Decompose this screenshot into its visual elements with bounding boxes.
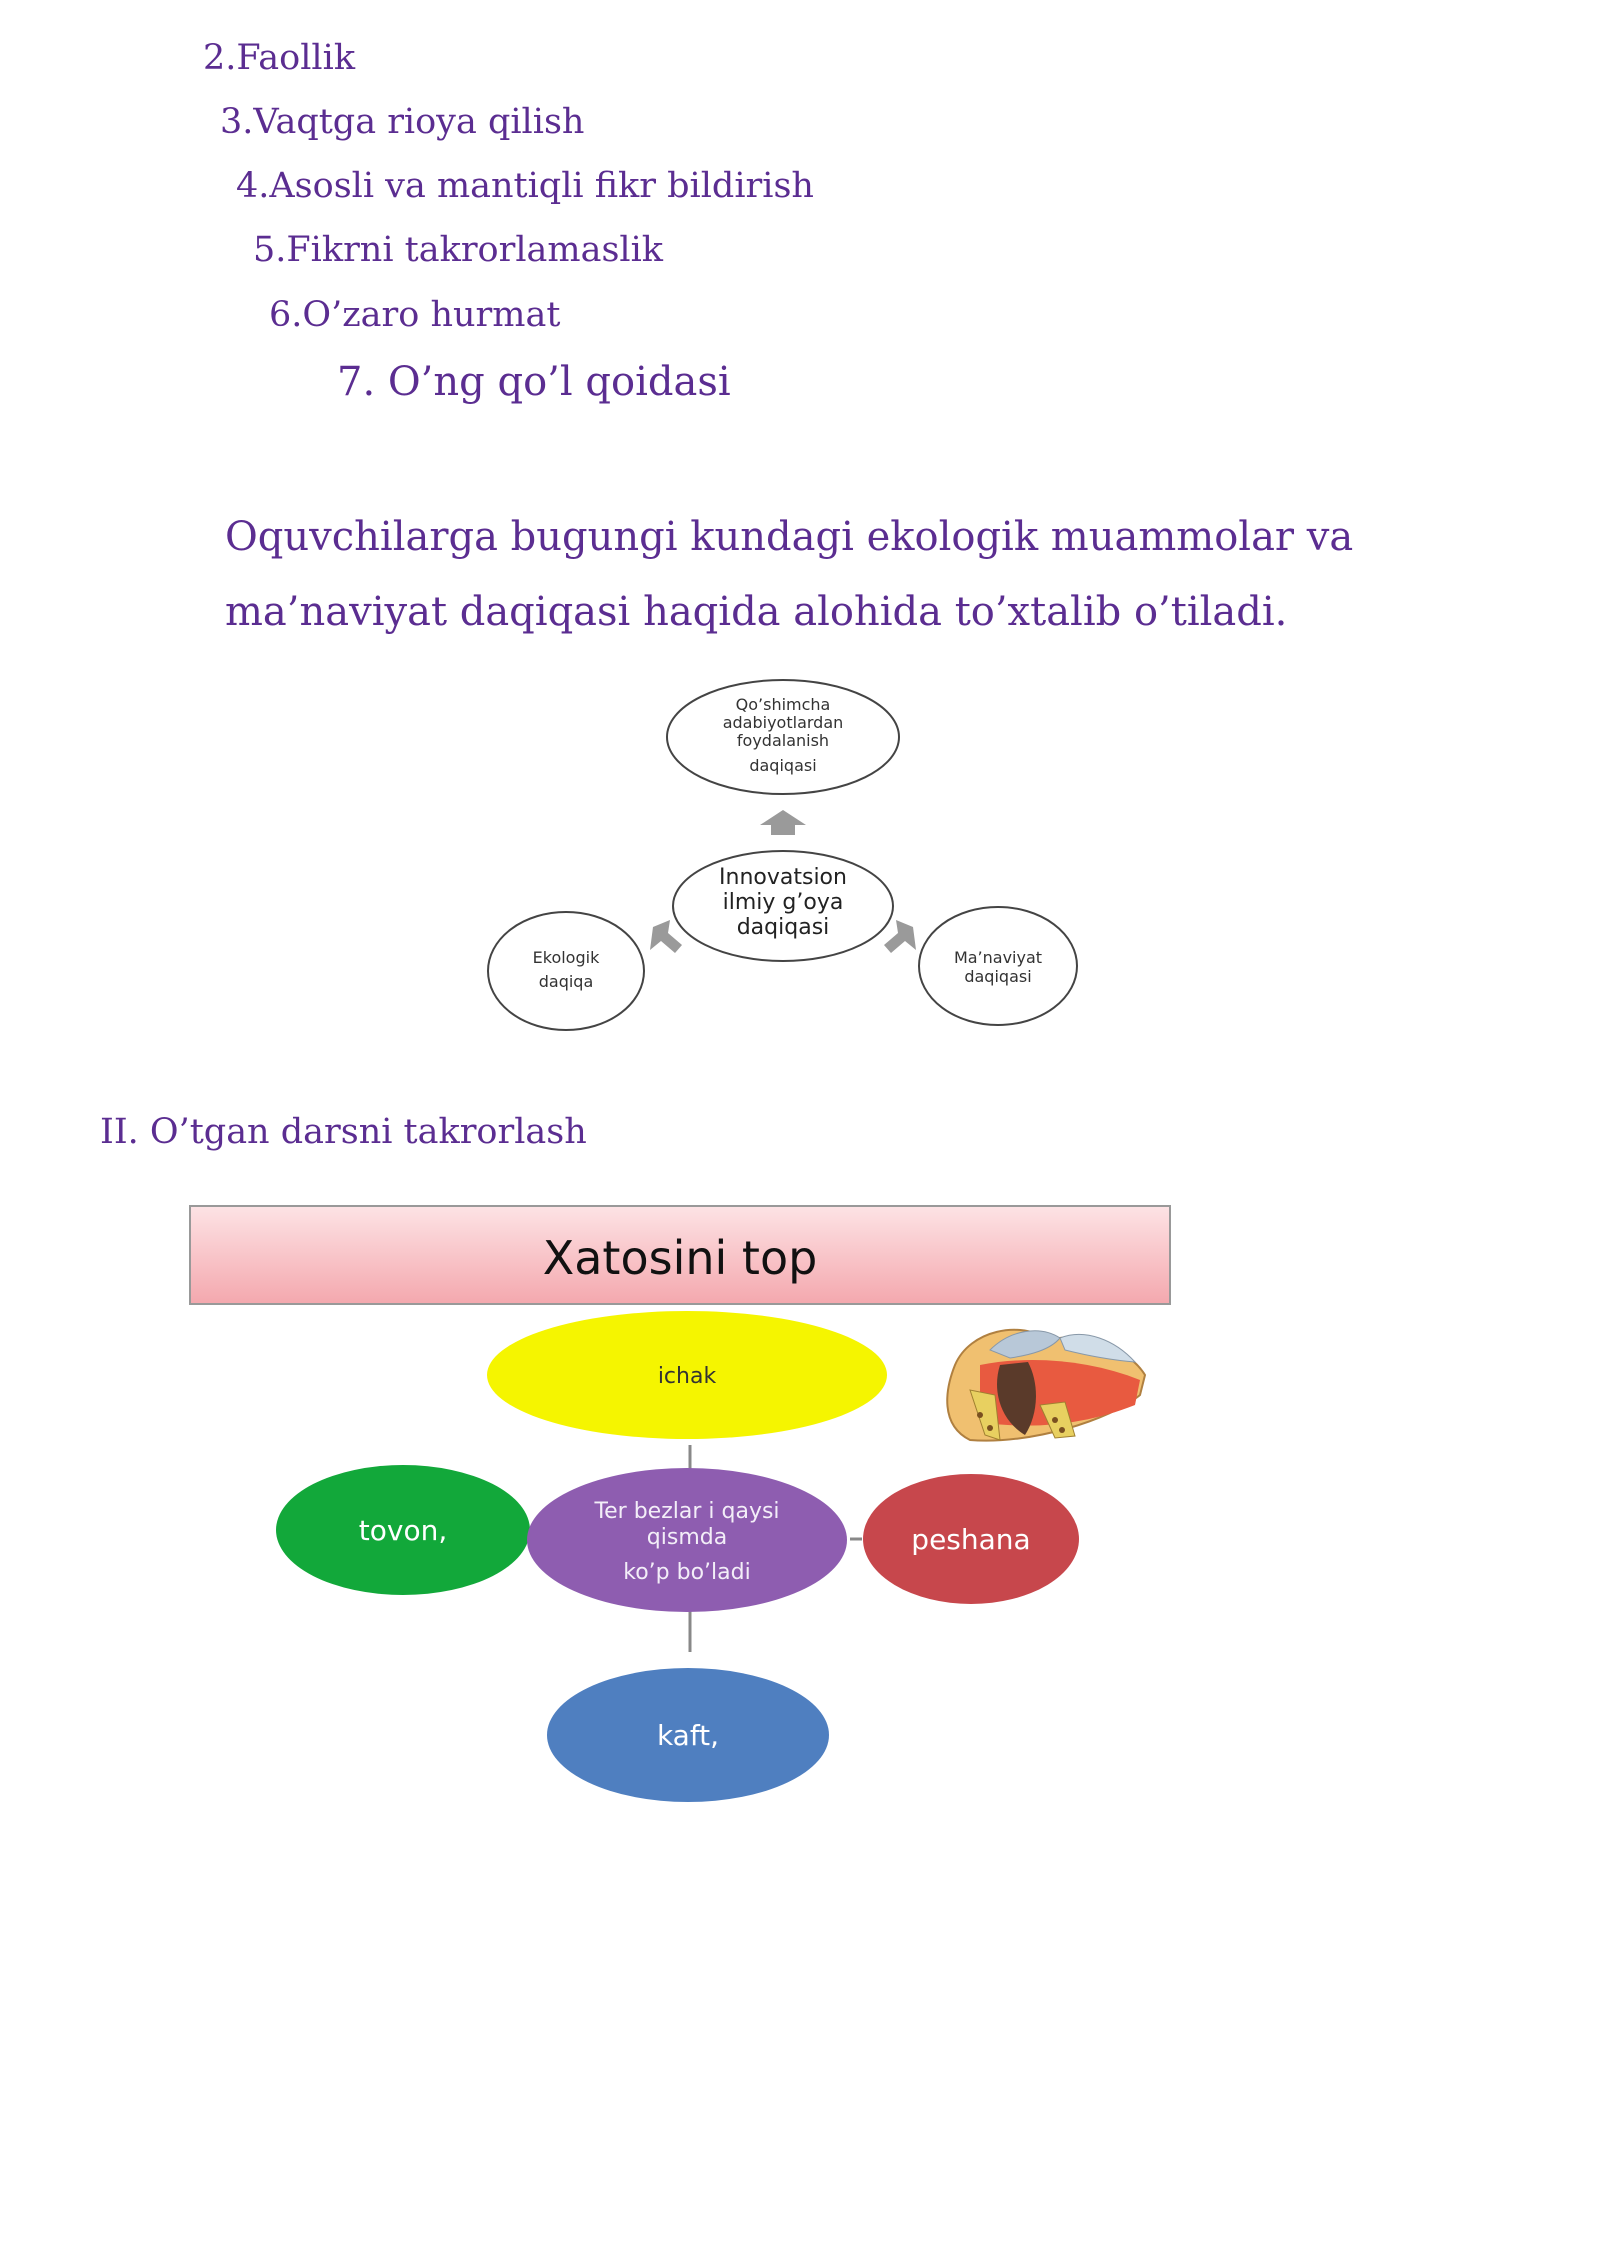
quiz-option-bottom bbox=[547, 1668, 829, 1802]
cycle-diagram: Qo’shimcha adabiyotlardan foydalanish da… bbox=[487, 679, 1078, 1031]
quiz-title: Xatosini top bbox=[543, 1231, 818, 1285]
arrow-down-right-icon bbox=[884, 920, 916, 953]
cycle-left-line-1: Ekologik bbox=[533, 948, 600, 967]
quiz-question-line-3: ko’p bo’ladi bbox=[623, 1560, 750, 1585]
cycle-node-top bbox=[666, 679, 900, 795]
cycle-left-line-2: daqiqa bbox=[539, 972, 594, 991]
rule-item-4: 4.Asosli va mantiqli fikr bildirish bbox=[236, 166, 814, 206]
cycle-right-line-2: daqiqasi bbox=[964, 967, 1031, 986]
cycle-node-center bbox=[672, 850, 894, 962]
rule-item-3: 3.Vaqtga rioya qilish bbox=[220, 102, 585, 142]
cycle-top-line-3: foydalanish bbox=[737, 731, 829, 750]
intro-paragraph: Oquvchilarga bugungi kundagi ekologik mu… bbox=[225, 514, 1354, 635]
rule-item-6: 6.O’zaro hurmat bbox=[269, 295, 561, 335]
cycle-node-right bbox=[918, 906, 1078, 1026]
cycle-center-line-1: Innovatsion bbox=[719, 865, 847, 890]
arrow-up-icon bbox=[760, 810, 806, 835]
quiz-diagram: Xatosini top ichak tovon, Ter bezlar i q… bbox=[189, 1205, 1171, 1802]
quiz-option-left bbox=[276, 1465, 530, 1595]
section-heading: II. O’tgan darsni takrorlash bbox=[100, 1112, 587, 1152]
quiz-question-center bbox=[527, 1468, 847, 1612]
rule-item-2: 2.Faollik bbox=[203, 38, 356, 78]
quiz-option-bottom-label: kaft, bbox=[657, 1719, 719, 1752]
cycle-top-line-2: adabiyotlardan bbox=[723, 713, 844, 732]
quiz-question-line-1: Ter bezlar i qaysi bbox=[593, 1499, 779, 1524]
quiz-option-top-label: ichak bbox=[658, 1364, 717, 1389]
cycle-center-line-2: ilmiy g’oya bbox=[723, 890, 844, 915]
cycle-top-line-4: daqiqasi bbox=[749, 756, 816, 775]
quiz-question-line-2: qismda bbox=[647, 1525, 727, 1550]
quiz-option-right bbox=[863, 1474, 1079, 1604]
quiz-option-top bbox=[487, 1311, 887, 1439]
cycle-node-left bbox=[487, 911, 645, 1031]
quiz-title-band bbox=[189, 1205, 1171, 1305]
cycle-right-line-1: Ma’naviyat bbox=[954, 948, 1042, 967]
cycle-top-line-1: Qo’shimcha bbox=[736, 695, 831, 714]
rule-item-7: 7. O’ng qo’l qoidasi bbox=[337, 359, 731, 405]
quiz-option-right-label: peshana bbox=[911, 1523, 1030, 1556]
rule-item-5: 5.Fikrni takrorlamaslik bbox=[253, 230, 664, 270]
cycle-center-line-3: daqiqasi bbox=[737, 915, 830, 940]
quiz-option-left-label: tovon, bbox=[359, 1514, 447, 1547]
skin-cross-section-illustration bbox=[946, 1328, 1147, 1442]
arrow-down-left-icon bbox=[650, 920, 682, 953]
